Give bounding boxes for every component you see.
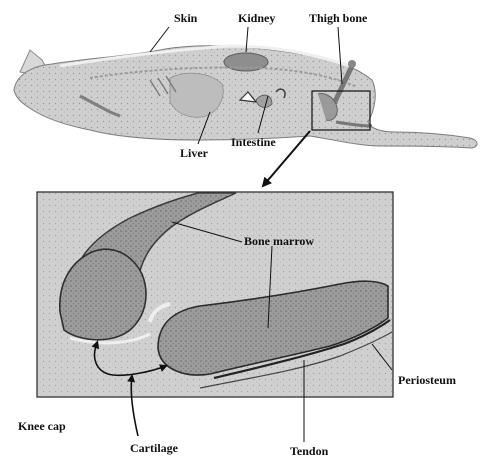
- label-kidney: Kidney: [238, 11, 275, 25]
- label-periosteum: Periosteum: [398, 373, 456, 387]
- label-tendon: Tendon: [290, 444, 329, 458]
- knee-histology-panel: [37, 192, 393, 397]
- label-knee-cap: Knee cap: [18, 419, 66, 433]
- mouse-body-section: [14, 46, 477, 148]
- label-bone-marrow: Bone marrow: [244, 234, 314, 248]
- label-skin: Skin: [174, 11, 198, 25]
- label-intestine: Intestine: [231, 135, 276, 149]
- label-liver: Liver: [180, 146, 209, 160]
- label-thigh-bone: Thigh bone: [309, 11, 368, 25]
- label-cartilage: Cartilage: [130, 441, 179, 455]
